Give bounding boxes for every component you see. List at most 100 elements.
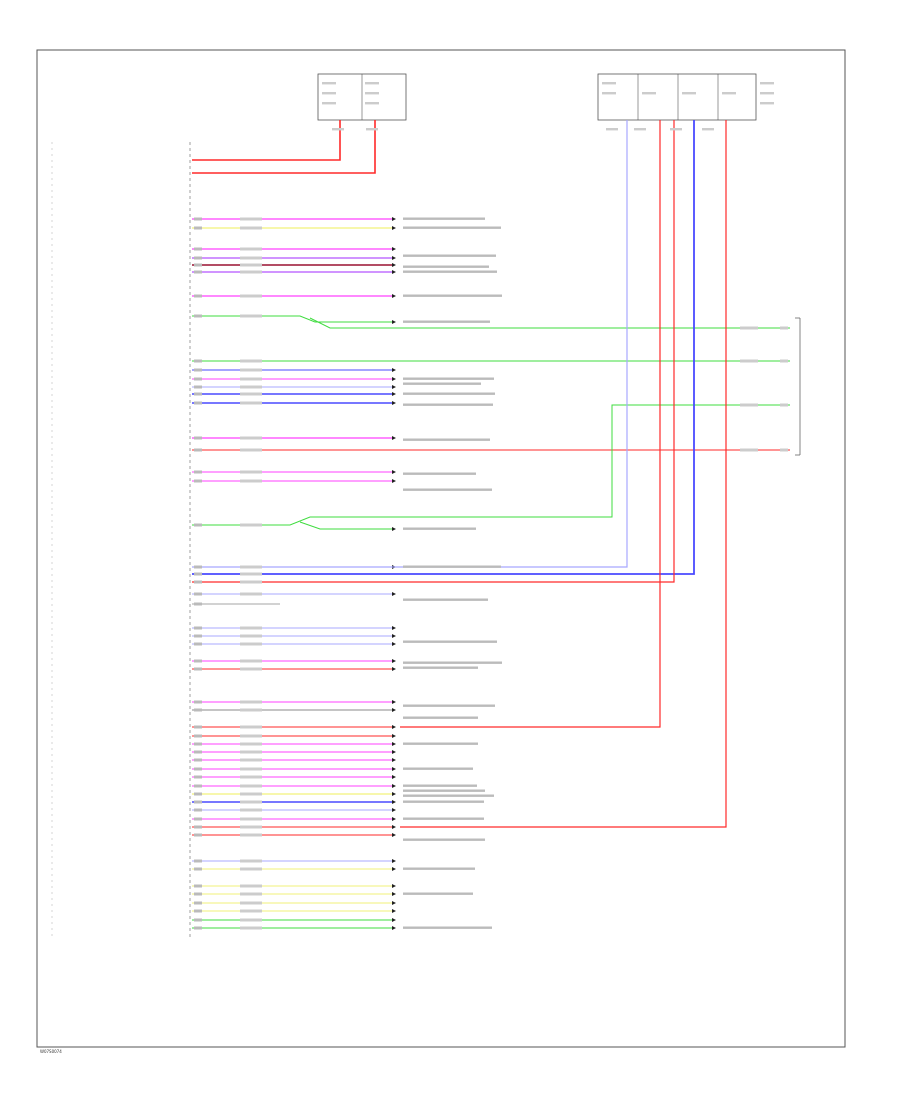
destination-mark — [403, 566, 501, 568]
connector-arrow — [392, 436, 396, 440]
right-pin-tag — [740, 360, 758, 363]
connector-arrow — [392, 217, 396, 221]
wire-color-mark — [240, 785, 262, 788]
pin-mark — [194, 603, 202, 606]
wire-color-mark — [240, 393, 262, 396]
pin-mark — [194, 801, 202, 804]
destination-mark — [403, 662, 502, 664]
pin-mark — [194, 593, 202, 596]
pin-mark — [194, 793, 202, 796]
wire-color-mark — [240, 378, 262, 381]
wire-color-mark — [240, 927, 262, 930]
pin-mark — [194, 868, 202, 871]
wire-color-mark — [240, 793, 262, 796]
module-bracket — [52, 142, 190, 940]
destination-mark — [403, 489, 492, 491]
blue-vertical-wire — [192, 120, 694, 574]
destination-mark — [403, 378, 494, 380]
pin-mark — [194, 264, 202, 267]
connector-arrow — [392, 926, 396, 930]
connector-arrow — [392, 808, 396, 812]
pin-mark — [194, 393, 202, 396]
diagram-code: W07S0074 — [40, 1049, 62, 1054]
connector-arrow — [392, 626, 396, 630]
wire-color-mark — [240, 480, 262, 483]
pin-mark — [194, 573, 202, 576]
fuse-label-mark — [760, 102, 774, 104]
connector-arrow — [392, 385, 396, 389]
wire-color-mark — [240, 668, 262, 671]
pin-mark — [194, 660, 202, 663]
destination-mark — [403, 218, 485, 220]
connector-arrow — [392, 263, 396, 267]
wire-color-mark — [240, 573, 262, 576]
fuse-box-left — [318, 74, 406, 120]
pin-mark — [194, 902, 202, 905]
destination-mark — [403, 743, 478, 745]
wire-color-mark — [240, 635, 262, 638]
wire-color-mark — [240, 751, 262, 754]
wire-color-mark — [240, 402, 262, 405]
wire-color-mark — [240, 524, 262, 527]
wire-color-mark — [240, 449, 262, 452]
connector-arrow — [392, 767, 396, 771]
pin-mark — [194, 295, 202, 298]
connector-arrow — [392, 368, 396, 372]
pin-mark — [194, 402, 202, 405]
wire-color-mark — [240, 919, 262, 922]
destination-mark — [403, 790, 485, 792]
pin-mark — [194, 826, 202, 829]
wire-tag-mark — [702, 128, 714, 130]
destination-mark — [403, 295, 502, 297]
destination-mark — [403, 473, 476, 475]
wire-color-mark — [240, 369, 262, 372]
red-vertical-wire — [192, 120, 674, 582]
pin-mark — [194, 257, 202, 260]
wire-color-mark — [240, 271, 262, 274]
wire-color-mark — [240, 826, 262, 829]
fuse-label-mark — [365, 82, 379, 84]
pin-mark — [194, 860, 202, 863]
wire-color-mark — [240, 902, 262, 905]
right-pin-tag — [740, 327, 758, 330]
destination-mark — [403, 868, 475, 870]
wire-color-mark — [240, 218, 262, 221]
destination-mark — [403, 255, 496, 257]
fuse-box-right — [598, 74, 756, 120]
connector-arrow — [392, 470, 396, 474]
destination-mark — [403, 667, 478, 669]
pin-mark — [194, 227, 202, 230]
destination-mark — [403, 528, 476, 530]
connector-arrow — [392, 247, 396, 251]
connector-arrow — [392, 833, 396, 837]
pin-mark — [194, 437, 202, 440]
wire-tag-mark — [332, 128, 344, 130]
pin-mark — [194, 581, 202, 584]
connector-arrow — [392, 708, 396, 712]
pin-mark — [194, 315, 202, 318]
fuse-label-mark — [602, 92, 616, 94]
pin-mark — [194, 480, 202, 483]
wire-color-mark — [240, 627, 262, 630]
pin-mark — [194, 386, 202, 389]
wire-color-mark — [240, 248, 262, 251]
destination-mark — [403, 599, 488, 601]
right-pin-tag — [780, 449, 788, 452]
destination-mark — [403, 818, 484, 820]
green-pair-wire — [310, 318, 790, 328]
wire-group — [192, 120, 790, 930]
pin-mark — [194, 910, 202, 913]
pin-mark — [194, 776, 202, 779]
connector-arrow — [392, 825, 396, 829]
right-pin-tag — [780, 360, 788, 363]
pin-mark — [194, 834, 202, 837]
connector-arrow — [392, 270, 396, 274]
wire-color-mark — [240, 566, 262, 569]
wire-color-mark — [240, 885, 262, 888]
destination-mark — [403, 795, 494, 797]
wire-color-mark — [240, 593, 262, 596]
connector-arrow — [392, 884, 396, 888]
destination-mark — [403, 927, 492, 929]
fuse-label-mark — [602, 82, 616, 84]
